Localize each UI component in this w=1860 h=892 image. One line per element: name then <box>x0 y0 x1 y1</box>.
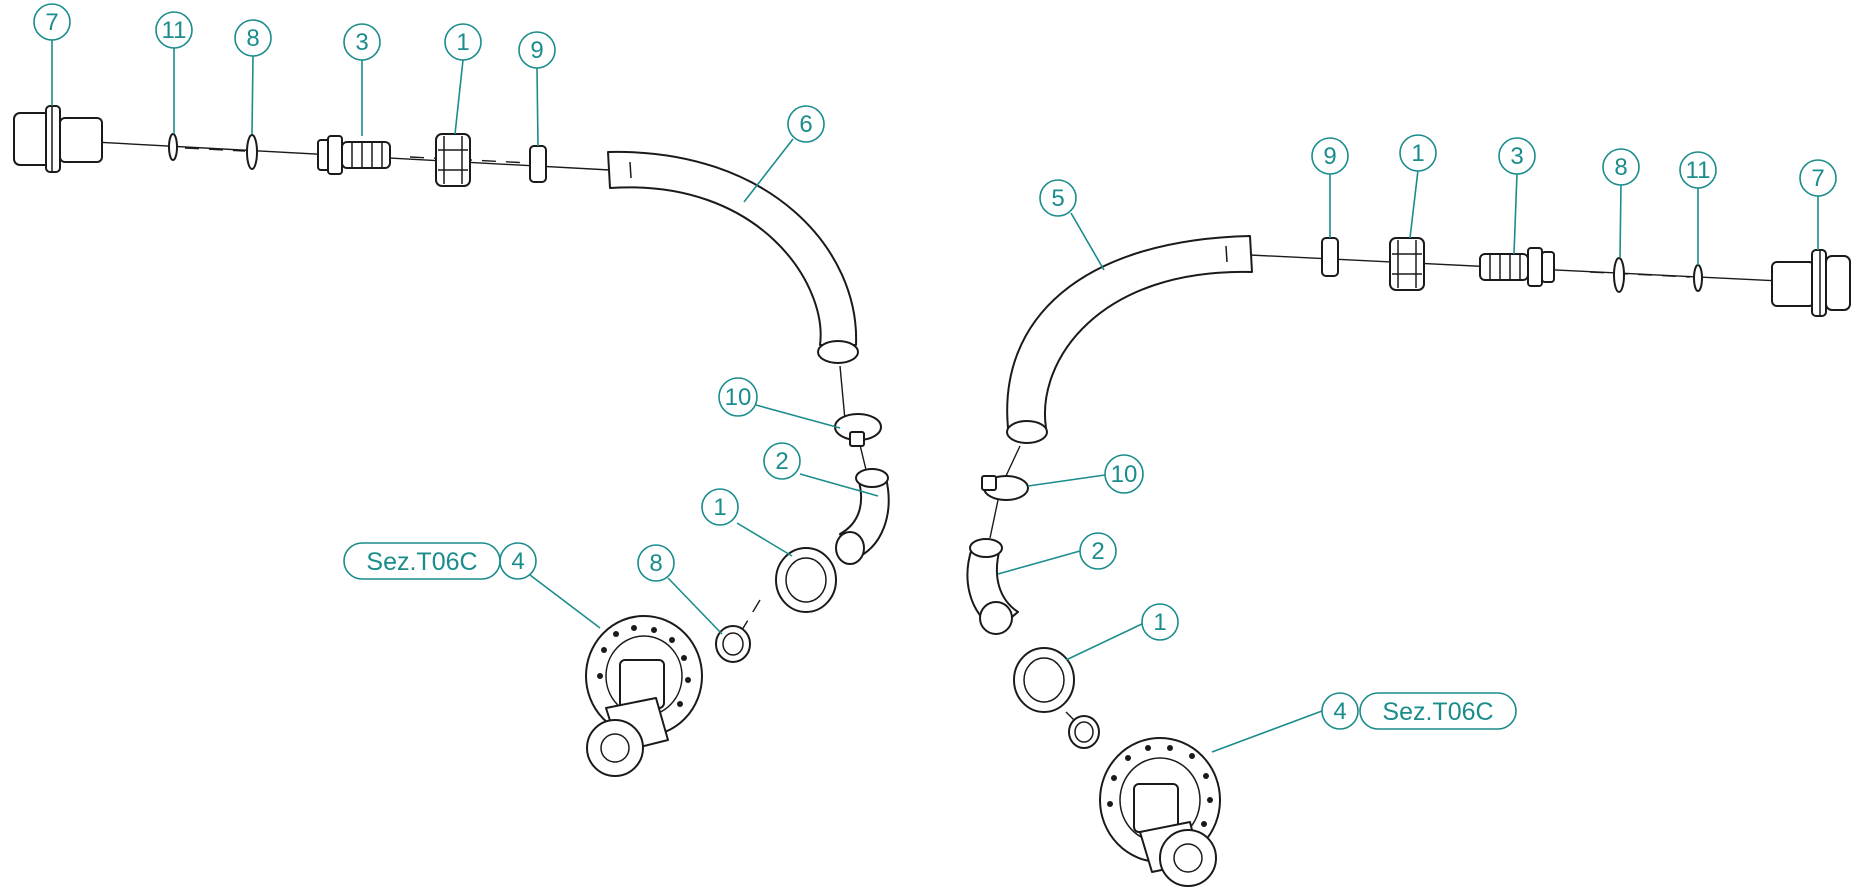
left-part-1-nut-lower <box>775 547 837 613</box>
leader-lines <box>51 39 1819 753</box>
callout-left-7: 7 <box>33 3 71 41</box>
callout-left-8: 8 <box>234 19 272 57</box>
section-ref-left: Sez.T06C 4 <box>343 542 537 580</box>
section-ref-label: Sez.T06C <box>366 548 477 576</box>
callout-right-11: 11 <box>1679 151 1717 189</box>
right-part-8-washer-lower <box>1068 715 1100 749</box>
right-part-8-washer <box>1613 257 1625 293</box>
callout-label: 1 <box>713 494 726 521</box>
right-part-9-ring <box>1321 237 1339 277</box>
callout-label: 2 <box>775 448 788 475</box>
right-part-1-nut-lower <box>1013 647 1075 713</box>
callout-right-7: 7 <box>1799 159 1837 197</box>
callout-label: 9 <box>530 37 543 64</box>
left-axis-dash <box>184 147 246 152</box>
callout-label: 11 <box>162 17 187 44</box>
section-ref-right: 4 Sez.T06C <box>1321 692 1517 730</box>
left-axis-line <box>19 137 611 171</box>
right-part-2-elbow <box>966 538 1019 635</box>
callout-label: 2 <box>1091 538 1104 565</box>
callout-label: 9 <box>1323 143 1336 170</box>
left-part-10-clamp <box>834 413 882 447</box>
right-part-11-oring <box>1693 264 1703 292</box>
left-part-9-ring <box>529 145 547 183</box>
left-part-1-nut <box>435 133 471 187</box>
callout-label: 8 <box>649 550 662 577</box>
right-part-3-hose-tail <box>1479 247 1555 287</box>
callout-label: 7 <box>1811 165 1824 192</box>
callout-label: 10 <box>725 384 752 411</box>
callout-label: 11 <box>1686 157 1711 184</box>
left-part-11-oring <box>168 133 178 161</box>
callout-right-5: 5 <box>1039 179 1077 217</box>
callout-label: 6 <box>799 111 812 138</box>
callout-left-6: 6 <box>787 105 825 143</box>
callout-label: 1 <box>1411 140 1424 167</box>
section-ref-label: Sez.T06C <box>1382 698 1493 726</box>
callout-right-9: 9 <box>1311 137 1349 175</box>
callout-left-3: 3 <box>343 23 381 61</box>
callout-right-2: 2 <box>1079 532 1117 570</box>
right-part-1-nut <box>1389 237 1425 291</box>
right-part-5-hose-end <box>1006 420 1048 444</box>
right-assembly <box>966 235 1851 887</box>
callout-label: 7 <box>45 9 58 36</box>
left-part-6-hose <box>607 150 858 346</box>
callout-left-9: 9 <box>518 31 556 69</box>
left-part-4-valve-assembly <box>585 615 703 777</box>
left-part-7-fitting <box>13 105 103 173</box>
left-part-3-hose-tail <box>317 135 391 175</box>
callout-label: 4 <box>1333 698 1346 725</box>
callout-left-1: 1 <box>444 23 482 61</box>
right-part-7-fitting <box>1771 249 1851 317</box>
callout-label: 1 <box>456 29 469 56</box>
right-part-4-valve-assembly <box>1099 737 1221 887</box>
callout-label: 10 <box>1111 461 1138 488</box>
callout-right-1-lower: 1 <box>1141 603 1179 641</box>
callout-left-8-lower: 8 <box>637 544 675 582</box>
callout-label: 3 <box>355 29 368 56</box>
callout-label: 1 <box>1153 609 1166 636</box>
callout-label: 8 <box>1614 154 1627 181</box>
callout-right-3: 3 <box>1498 137 1536 175</box>
left-part-2-elbow <box>835 468 890 565</box>
callout-right-8: 8 <box>1602 148 1640 186</box>
right-part-10-clamp <box>981 475 1029 501</box>
callout-left-1-lower: 1 <box>701 488 739 526</box>
callout-right-1: 1 <box>1399 134 1437 172</box>
callout-label: 5 <box>1051 185 1064 212</box>
left-part-8-washer <box>246 134 258 170</box>
callout-label: 4 <box>511 548 524 575</box>
left-part-6-hose-end <box>817 340 859 364</box>
callout-left-2: 2 <box>763 442 801 480</box>
callout-right-10: 10 <box>1104 454 1144 494</box>
callout-left-11: 11 <box>155 11 193 49</box>
left-assembly <box>13 105 890 777</box>
callout-label: 3 <box>1510 143 1523 170</box>
left-part-8-washer-lower <box>715 625 751 663</box>
right-part-5-hose <box>1006 235 1253 429</box>
callout-label: 8 <box>246 25 259 52</box>
callout-left-10: 10 <box>718 377 758 417</box>
